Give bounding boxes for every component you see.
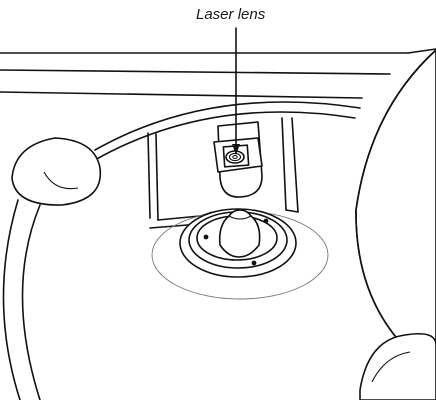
laser-pickup (213, 121, 263, 198)
screw-icon (251, 260, 257, 266)
right-disc-edge (355, 49, 436, 361)
screw-icon (263, 218, 269, 224)
screw-icon (203, 234, 209, 240)
spindle-assembly (151, 208, 329, 300)
disc-tray-rim (2, 101, 361, 400)
callout-leader-line (232, 27, 240, 155)
callout-label: Laser lens (196, 6, 266, 23)
bottom-right-tab (359, 332, 436, 400)
tray-frame (0, 48, 436, 99)
laser-lens (225, 150, 245, 164)
left-tab (11, 137, 102, 206)
